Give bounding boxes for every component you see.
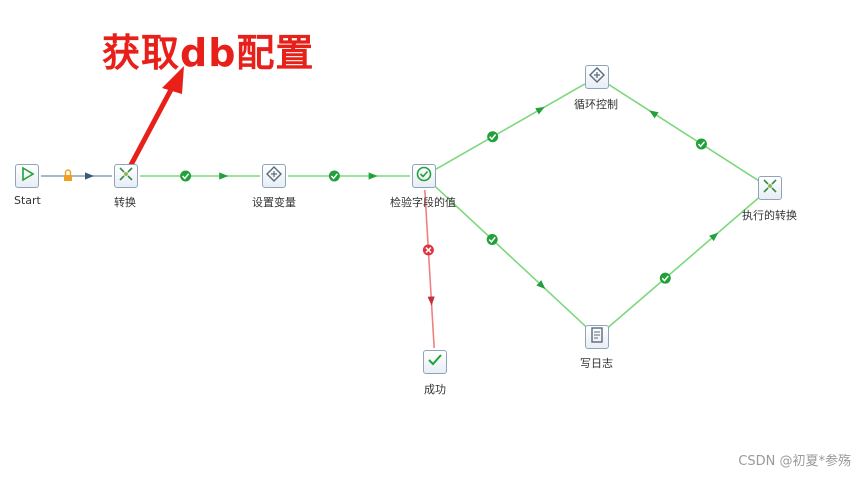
node-label-exec: 执行的转换 xyxy=(742,209,797,222)
annotation-arrow xyxy=(121,66,184,181)
success-check-icon xyxy=(659,272,671,284)
play-icon xyxy=(18,165,36,187)
annotation-text: 获取db配置 xyxy=(102,31,315,75)
check-circle-icon xyxy=(415,165,433,187)
node-transform[interactable] xyxy=(114,164,138,188)
node-loop[interactable] xyxy=(585,65,609,89)
success-check-icon xyxy=(486,233,498,245)
transform-icon xyxy=(761,177,779,199)
edge-exec-loop[interactable] xyxy=(608,83,759,182)
transform-icon xyxy=(117,165,135,187)
variable-icon xyxy=(588,66,606,88)
checkmark-icon xyxy=(426,351,444,373)
error-icon xyxy=(422,244,434,256)
edges-layer xyxy=(41,83,760,349)
success-check-icon xyxy=(695,138,707,150)
node-exec[interactable] xyxy=(758,176,782,200)
lock-icon xyxy=(63,169,72,181)
node-label-log: 写日志 xyxy=(580,357,613,370)
success-check-icon xyxy=(328,170,340,182)
node-success[interactable] xyxy=(423,350,447,374)
node-log[interactable] xyxy=(585,325,609,349)
success-check-icon xyxy=(180,170,192,182)
node-label-start: Start xyxy=(14,194,41,207)
edge-log-exec[interactable] xyxy=(607,196,760,329)
edge-check-loop[interactable] xyxy=(435,83,586,170)
document-icon xyxy=(588,326,606,348)
edge-check-log[interactable] xyxy=(433,184,588,329)
node-label-transform: 转换 xyxy=(114,196,136,209)
node-check[interactable] xyxy=(412,164,436,188)
node-label-loop: 循环控制 xyxy=(574,98,618,111)
node-label-success: 成功 xyxy=(424,383,446,396)
badges-layer xyxy=(63,131,707,284)
node-setvar[interactable] xyxy=(262,164,286,188)
node-label-check: 检验字段的值 xyxy=(390,196,456,209)
node-label-setvar: 设置变量 xyxy=(252,196,296,209)
watermark: CSDN @初夏*参殇 xyxy=(738,454,851,469)
success-check-icon xyxy=(487,131,499,143)
node-start[interactable] xyxy=(15,164,39,188)
variable-icon xyxy=(265,165,283,187)
edge-check-success[interactable] xyxy=(424,189,435,349)
